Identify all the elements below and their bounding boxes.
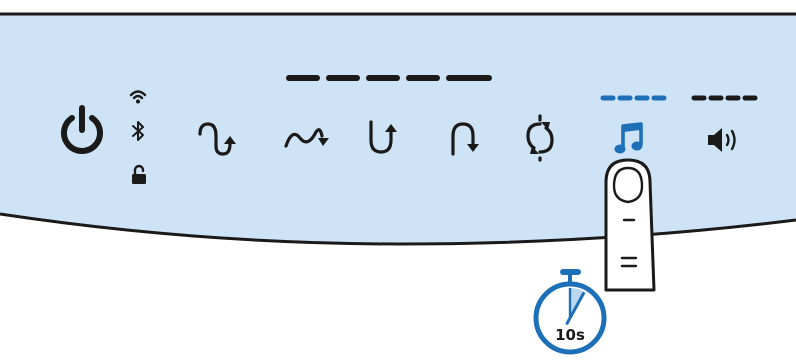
timer-duration-label: 10s [548,326,592,344]
